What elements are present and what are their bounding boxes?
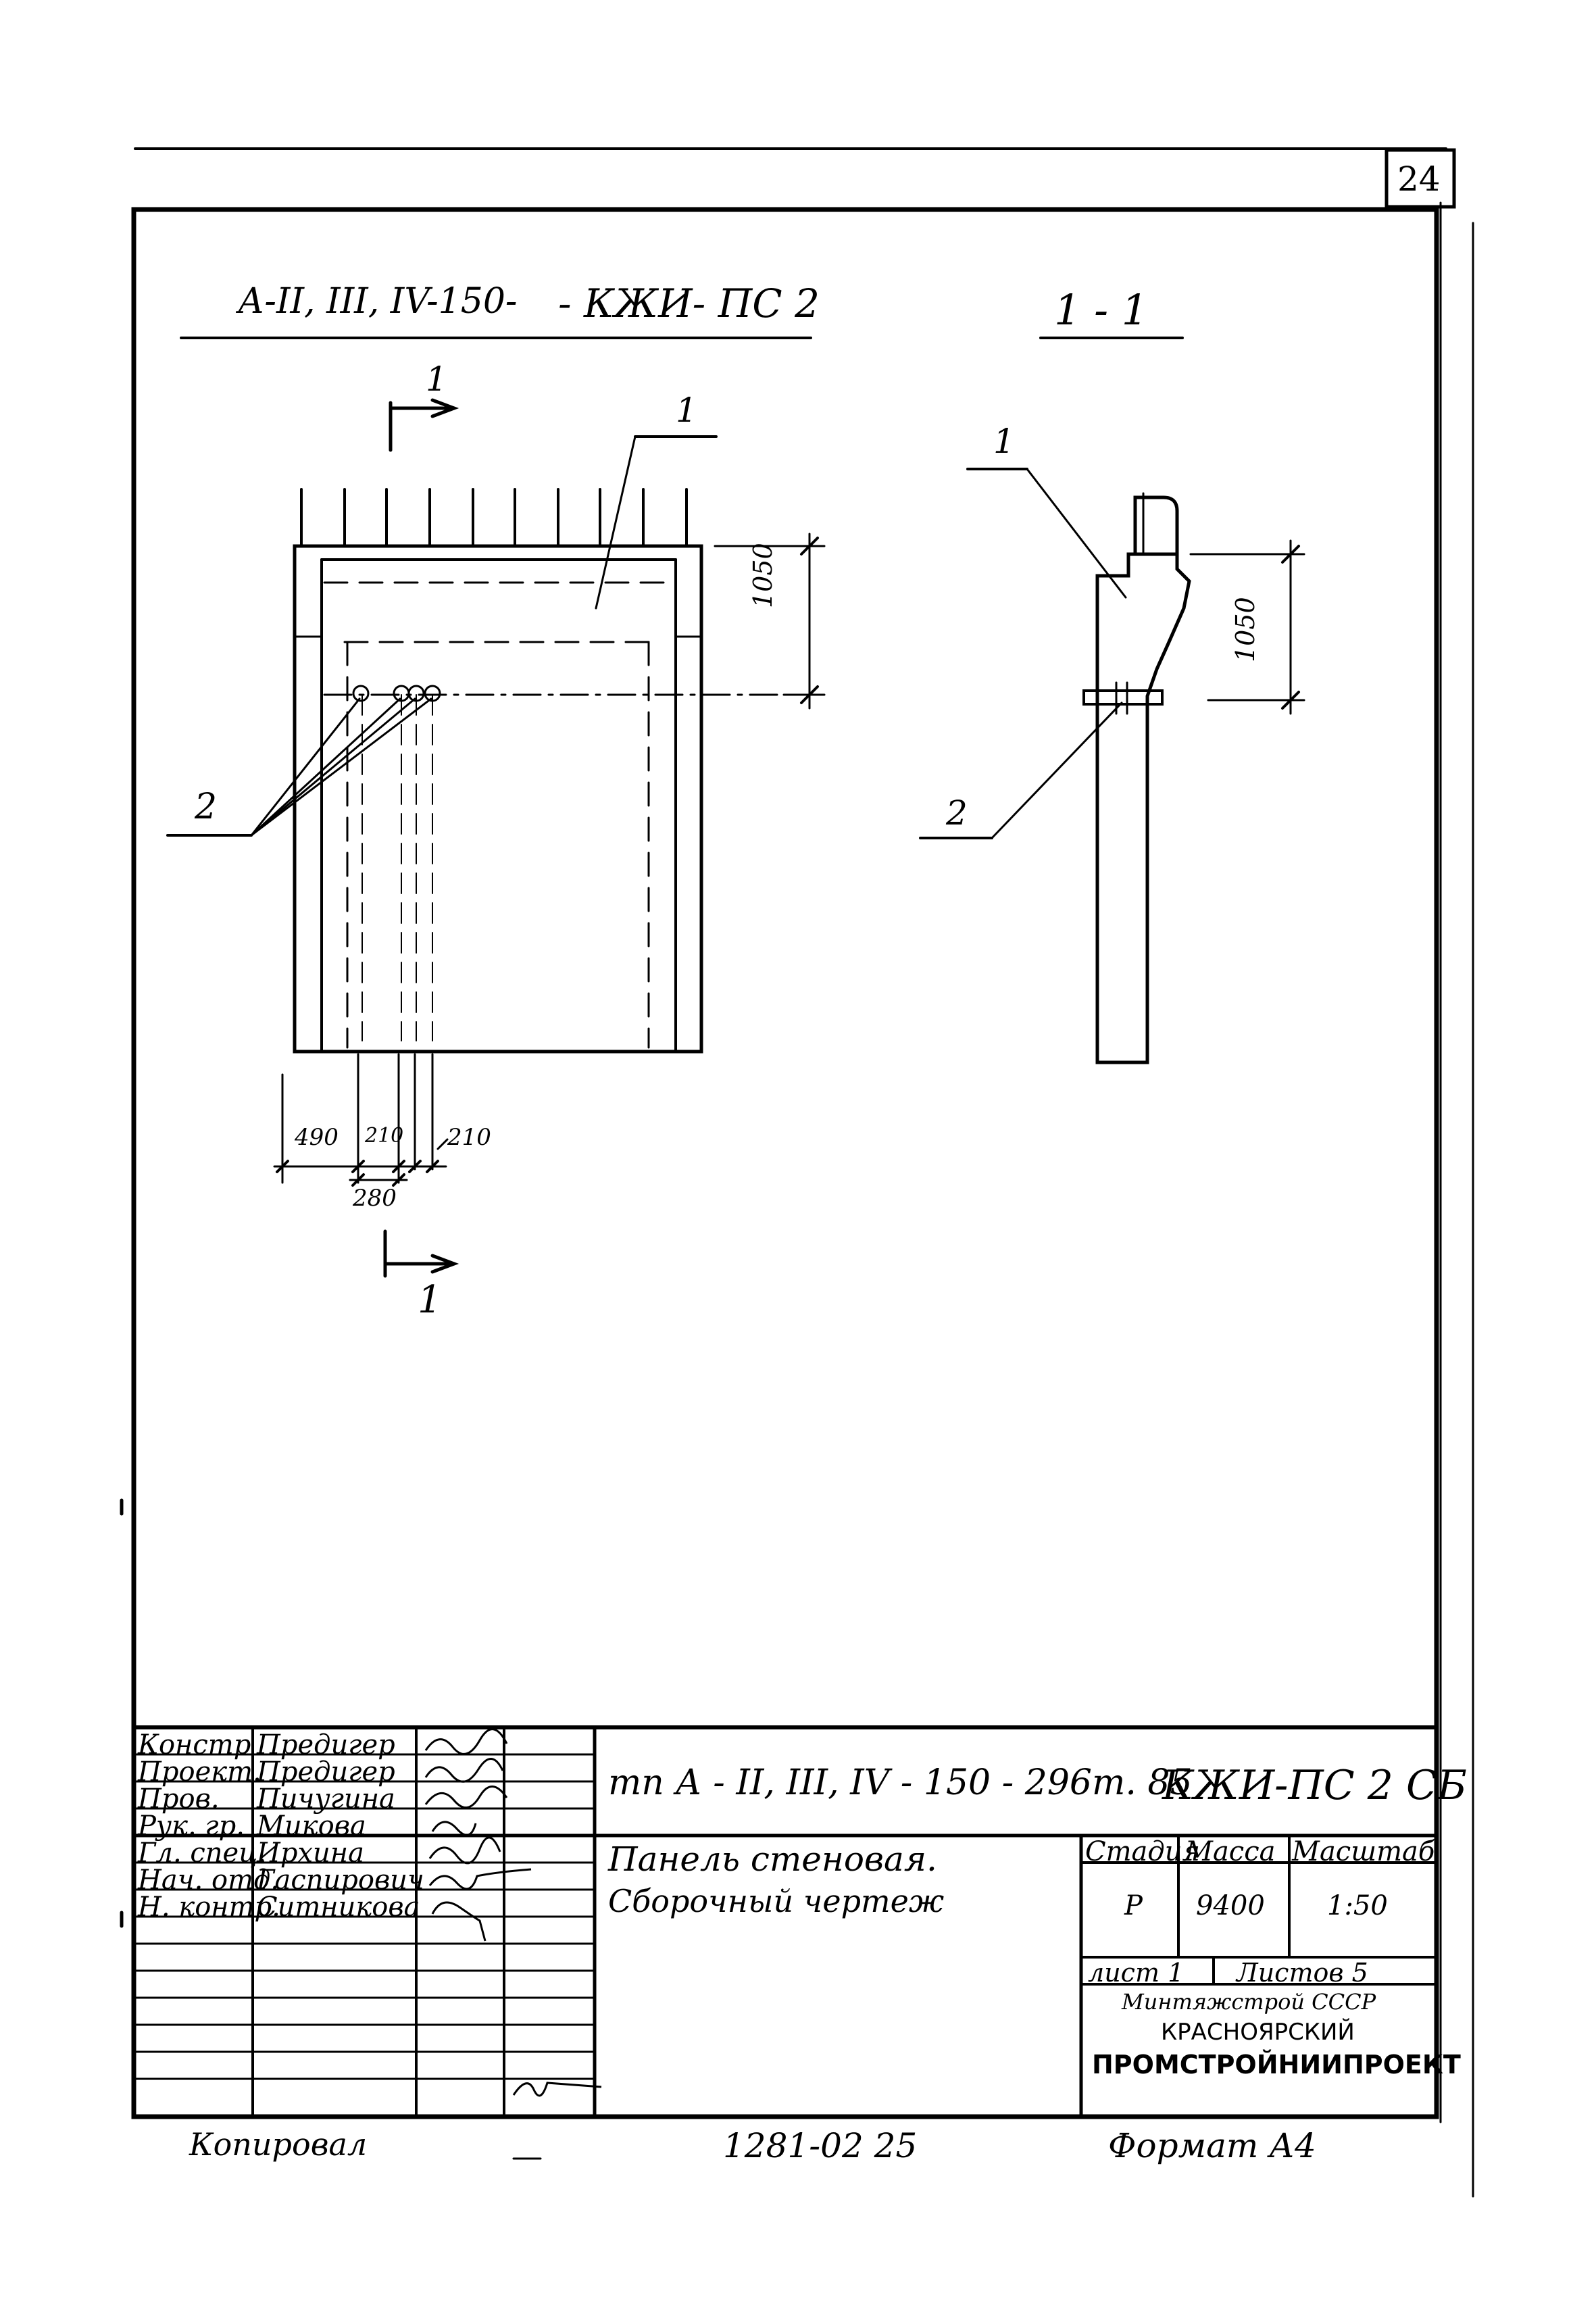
name-2: Предигер	[257, 1756, 395, 1788]
dim-height-front: 1050	[748, 543, 778, 608]
anchor-bars	[300, 488, 688, 546]
callout-1-section: 1	[993, 422, 1015, 461]
role-1: Констр	[138, 1729, 251, 1761]
section-mark-bottom-label: 1	[418, 1278, 442, 1322]
format-label: Формат А4	[1108, 2126, 1316, 2165]
role-7: Н. контр.	[138, 1892, 280, 1923]
sheet-label: лист 1	[1088, 1958, 1184, 1988]
section-mark-top	[389, 398, 459, 452]
mass-label: Масса	[1185, 1836, 1276, 1867]
dim-210-b: 210	[447, 1124, 491, 1151]
sheet-number-box	[1385, 148, 1456, 209]
copied-label: Копировал	[189, 2126, 368, 2163]
title-block-grid	[132, 1725, 1439, 2119]
name-3: Пичугина	[257, 1783, 395, 1815]
dim-height-section: 1050	[1230, 597, 1260, 662]
name-6: Гаспирович	[257, 1865, 424, 1896]
dim-490: 490	[295, 1124, 339, 1151]
callout-1-front: 1	[676, 391, 697, 430]
scale-label: Масштаб	[1292, 1836, 1435, 1867]
name-7: Ситникова	[257, 1892, 420, 1923]
dim-210-a: 210	[365, 1124, 404, 1148]
document-name-line1: Панель стеновая.	[608, 1840, 937, 1879]
section-mark-top-label: 1	[426, 360, 447, 399]
role-2: Проект.	[138, 1756, 261, 1788]
mass-value: 9400	[1196, 1890, 1265, 1921]
doc-code: КЖИ-ПС 2 СБ	[1162, 1762, 1467, 1809]
name-1: Предигер	[257, 1729, 395, 1761]
dimension-chain	[273, 1053, 449, 1187]
callout-2-front: 2	[195, 787, 218, 827]
scale-value: 1:50	[1327, 1890, 1388, 1921]
dim-280: 280	[353, 1185, 397, 1212]
name-4: Микова	[257, 1811, 366, 1842]
role-5: Гл. спец.	[138, 1838, 266, 1869]
stage-label: Стадия	[1085, 1836, 1200, 1867]
callout-2-section: 2	[946, 793, 968, 833]
org-line1: Минтяжстрой СССР	[1122, 1989, 1376, 2015]
stage-value: Р	[1124, 1890, 1143, 1921]
front-view-panel	[293, 544, 799, 1054]
section-title: 1 - 1	[1054, 285, 1149, 335]
org-line2: КРАСНОЯРСКИЙ	[1161, 2019, 1355, 2046]
role-3: Пров.	[138, 1783, 220, 1815]
org-line3: ПРОМСТРОЙНИИПРОЕКТ	[1092, 2050, 1461, 2079]
role-4: Рук. гр.	[138, 1811, 245, 1842]
section-view-profile	[1082, 492, 1191, 1064]
role-6: Нач. отд.	[138, 1865, 280, 1896]
name-5: Ирхина	[257, 1838, 365, 1869]
drawing-title-right: - КЖИ- ПС 2	[558, 280, 820, 326]
sheet-number: 24	[1397, 159, 1441, 199]
section-mark-bottom	[383, 1229, 459, 1278]
drawing-title-left: А-II, III, IV-150-	[238, 281, 518, 322]
sheets-label: Листов 5	[1237, 1958, 1368, 1988]
project-code: тп А - II, III, IV - 150 - 296т. 85	[608, 1763, 1193, 1803]
archive-number: 1281-02 25	[723, 2126, 918, 2165]
document-name-line2: Сборочный чертеж	[608, 1883, 945, 1919]
signatures	[424, 1728, 602, 2097]
main-frame	[131, 207, 1439, 2119]
